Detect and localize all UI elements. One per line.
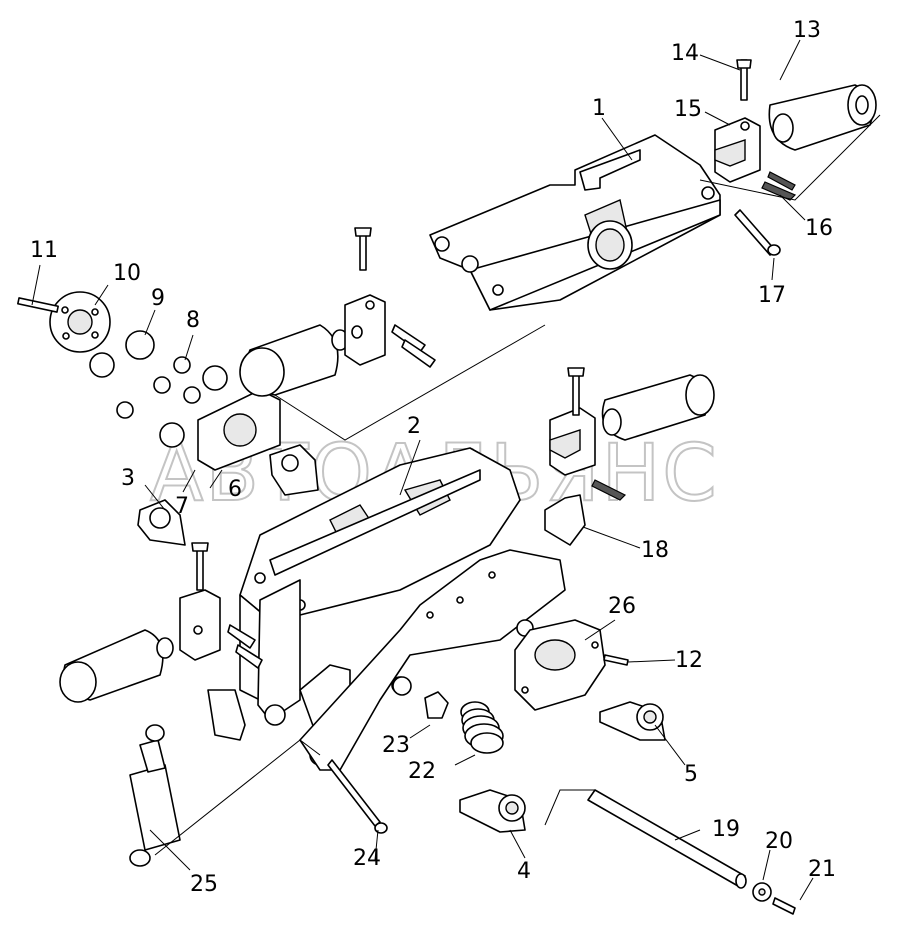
callout-11: 11 [30, 238, 58, 263]
right-mid-roller [549, 367, 715, 501]
callout-26: 26 [608, 594, 636, 619]
mid-roller-assembly [239, 227, 546, 441]
callout-21: 21 [808, 857, 836, 882]
callout-7: 7 [175, 494, 189, 519]
callout-22: 22 [408, 759, 436, 784]
callout-2: 2 [407, 414, 421, 439]
gas-spring-cylinder [129, 724, 321, 867]
callout-15: 15 [674, 97, 702, 122]
callout-25: 25 [190, 872, 218, 897]
callout-8: 8 [186, 308, 200, 333]
spring-and-bushing [392, 676, 504, 754]
callout-14: 14 [671, 41, 699, 66]
callout-3: 3 [121, 466, 135, 491]
callout-labels: 1 2 3 4 5 6 7 8 9 10 11 12 13 14 15 16 1… [30, 18, 836, 897]
cam-plates [514, 494, 606, 711]
callout-1: 1 [592, 96, 606, 121]
callout-10: 10 [113, 261, 141, 286]
main-frame [239, 447, 566, 771]
callout-17: 17 [758, 283, 786, 308]
hinge-brackets [459, 701, 666, 833]
upper-frame [429, 134, 721, 311]
callout-4: 4 [517, 859, 531, 884]
callout-24: 24 [353, 846, 381, 871]
lower-left-roller [59, 542, 263, 741]
callout-13: 13 [793, 18, 821, 43]
callout-9: 9 [151, 286, 165, 311]
callout-20: 20 [765, 829, 793, 854]
callout-18: 18 [641, 538, 669, 563]
bushing-set [17, 291, 281, 471]
pin-rod [544, 789, 796, 915]
callout-19: 19 [712, 817, 740, 842]
upper-roller-assembly [699, 59, 881, 256]
callout-12: 12 [675, 648, 703, 673]
callout-16: 16 [805, 216, 833, 241]
callout-23: 23 [382, 733, 410, 758]
callout-5: 5 [684, 762, 698, 787]
leader-lines [31, 39, 814, 901]
pivot-bolt [327, 759, 388, 834]
bracket-3-and-6 [137, 444, 319, 546]
callout-6: 6 [228, 477, 242, 502]
screw-12 [603, 654, 629, 666]
